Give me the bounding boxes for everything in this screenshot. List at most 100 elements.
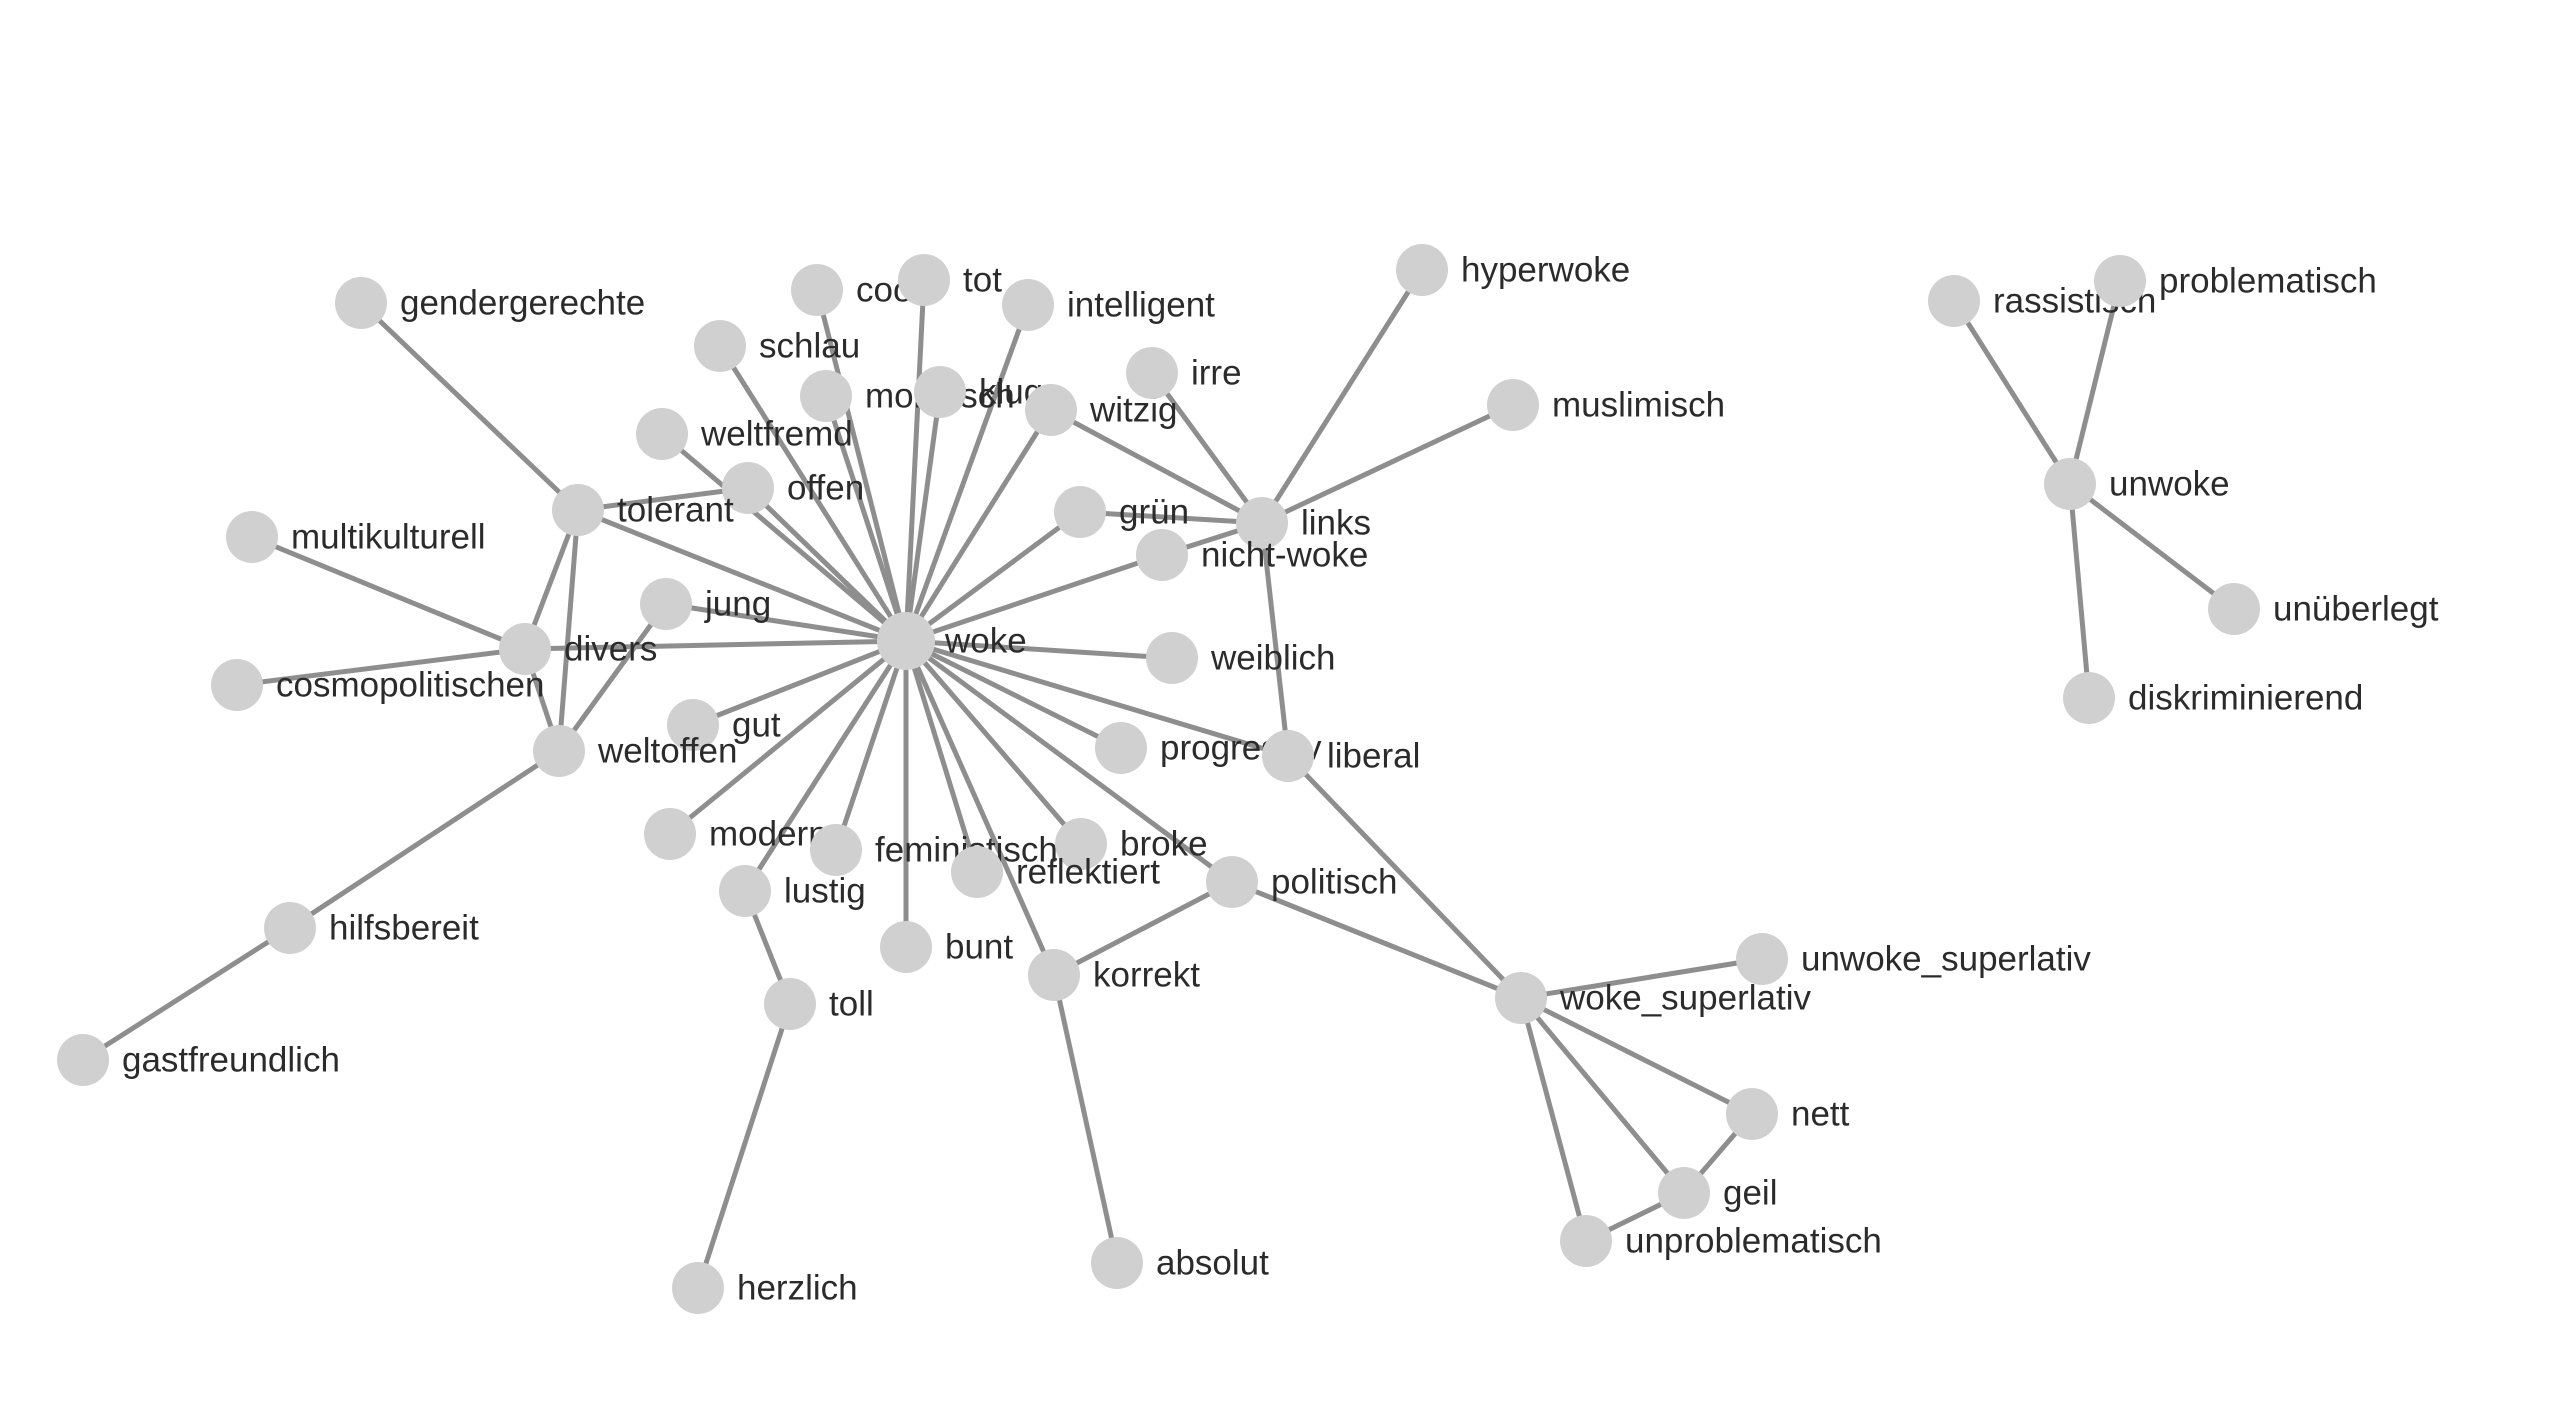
node-circle-gendergerechte[interactable] (335, 277, 387, 329)
node-korrekt[interactable]: korrekt (1028, 949, 1200, 1001)
node-circle-modern[interactable] (644, 808, 696, 860)
node-politisch[interactable]: politisch (1206, 856, 1397, 908)
node-problematisch[interactable]: problematisch (2094, 255, 2377, 307)
node-circle-jung[interactable] (640, 578, 692, 630)
node-circle-gut[interactable] (667, 699, 719, 751)
node-circle-moralisch[interactable] (800, 370, 852, 422)
node-gut[interactable]: gut (667, 699, 781, 751)
node-lustig[interactable]: lustig (719, 865, 866, 917)
node-circle-cosmopolitischen[interactable] (211, 659, 263, 711)
node-gendergerechte[interactable]: gendergerechte (335, 277, 645, 329)
node-unproblematisch[interactable]: unproblematisch (1560, 1215, 1882, 1267)
node-circle-broke[interactable] (1055, 818, 1107, 870)
node-weiblich[interactable]: weiblich (1146, 632, 1336, 684)
node-geil[interactable]: geil (1658, 1167, 1777, 1219)
node-circle-unproblematisch[interactable] (1560, 1215, 1612, 1267)
node-circle-weltfremd[interactable] (636, 408, 688, 460)
node-circle-gastfreundlich[interactable] (57, 1034, 109, 1086)
node-cosmopolitischen[interactable]: cosmopolitischen (211, 659, 544, 711)
node-jung[interactable]: jung (640, 578, 771, 630)
edge-toll-herzlich (695, 1003, 793, 1289)
node-circle-weiblich[interactable] (1146, 632, 1198, 684)
node-woke_superlativ[interactable]: woke_superlativ (1495, 972, 1811, 1024)
node-circle-divers[interactable] (499, 623, 551, 675)
node-toll[interactable]: toll (764, 978, 874, 1030)
node-circle-cool[interactable] (791, 264, 843, 316)
node-circle-feministisch[interactable] (810, 824, 862, 876)
node-klug[interactable]: klug (914, 366, 1043, 418)
node-unueberlegt[interactable]: unüberlegt (2208, 583, 2439, 635)
node-muslimisch[interactable]: muslimisch (1487, 379, 1725, 431)
node-unwoke[interactable]: unwoke (2044, 458, 2230, 510)
node-circle-diskriminierend[interactable] (2063, 672, 2115, 724)
node-circle-bunt[interactable] (880, 921, 932, 973)
node-circle-politisch[interactable] (1206, 856, 1258, 908)
node-circle-hyperwoke[interactable] (1396, 244, 1448, 296)
node-schlau[interactable]: schlau (694, 320, 860, 372)
node-circle-geil[interactable] (1658, 1167, 1710, 1219)
node-tot[interactable]: tot (898, 254, 1002, 306)
node-circle-muslimisch[interactable] (1487, 379, 1539, 431)
node-weltoffen[interactable]: weltoffen (533, 725, 737, 777)
node-bunt[interactable]: bunt (880, 921, 1013, 973)
node-reflektiert[interactable]: reflektiert (951, 846, 1160, 898)
node-witzig[interactable]: witzig (1025, 384, 1178, 436)
node-circle-nicht-woke[interactable] (1136, 529, 1188, 581)
node-nicht-woke[interactable]: nicht-woke (1136, 529, 1368, 581)
node-circle-korrekt[interactable] (1028, 949, 1080, 1001)
node-broke[interactable]: broke (1055, 818, 1208, 870)
node-circle-toll[interactable] (764, 978, 816, 1030)
node-circle-liberal[interactable] (1262, 730, 1314, 782)
node-circle-unwoke_superlativ[interactable] (1736, 933, 1788, 985)
node-weltfremd[interactable]: weltfremd (636, 408, 853, 460)
node-circle-woke_superlativ[interactable] (1495, 972, 1547, 1024)
node-diskriminierend[interactable]: diskriminierend (2063, 672, 2363, 724)
node-gastfreundlich[interactable]: gastfreundlich (57, 1034, 340, 1086)
node-divers[interactable]: divers (499, 623, 657, 675)
node-absolut[interactable]: absolut (1091, 1237, 1269, 1289)
node-circle-intelligent[interactable] (1002, 279, 1054, 331)
node-circle-hilfsbereit[interactable] (264, 902, 316, 954)
node-circle-unueberlegt[interactable] (2208, 583, 2260, 635)
node-hilfsbereit[interactable]: hilfsbereit (264, 902, 479, 954)
node-circle-irre[interactable] (1126, 347, 1178, 399)
node-label-muslimisch: muslimisch (1552, 385, 1725, 424)
node-intelligent[interactable]: intelligent (1002, 279, 1215, 331)
node-circle-absolut[interactable] (1091, 1237, 1143, 1289)
node-links[interactable]: links (1236, 497, 1371, 549)
node-circle-klug[interactable] (914, 366, 966, 418)
node-circle-progressiv[interactable] (1095, 722, 1147, 774)
node-hyperwoke[interactable]: hyperwoke (1396, 244, 1630, 296)
node-circle-nett[interactable] (1726, 1088, 1778, 1140)
node-circle-herzlich[interactable] (672, 1262, 724, 1314)
node-modern[interactable]: modern (644, 808, 828, 860)
node-circle-witzig[interactable] (1025, 384, 1077, 436)
node-circle-rassistisch[interactable] (1928, 275, 1980, 327)
node-label-weltoffen: weltoffen (597, 731, 737, 770)
node-circle-multikulturell[interactable] (226, 511, 278, 563)
node-circle-woke[interactable] (877, 612, 935, 670)
node-label-hilfsbereit: hilfsbereit (329, 908, 479, 947)
node-offen[interactable]: offen (722, 462, 864, 514)
node-circle-gruen[interactable] (1054, 486, 1106, 538)
node-herzlich[interactable]: herzlich (672, 1262, 858, 1314)
node-circle-reflektiert[interactable] (951, 846, 1003, 898)
node-liberal[interactable]: liberal (1262, 730, 1420, 782)
node-multikulturell[interactable]: multikulturell (226, 511, 486, 563)
node-gruen[interactable]: grün (1054, 486, 1189, 538)
node-unwoke_superlativ[interactable]: unwoke_superlativ (1736, 933, 2091, 985)
node-tolerant[interactable]: tolerant (552, 484, 734, 536)
node-circle-tolerant[interactable] (552, 484, 604, 536)
node-woke[interactable]: woke (877, 612, 1027, 670)
node-circle-schlau[interactable] (694, 320, 746, 372)
node-circle-tot[interactable] (898, 254, 950, 306)
node-circle-links[interactable] (1236, 497, 1288, 549)
edge-woke-liberal (905, 638, 1289, 759)
node-circle-problematisch[interactable] (2094, 255, 2146, 307)
node-circle-lustig[interactable] (719, 865, 771, 917)
node-circle-offen[interactable] (722, 462, 774, 514)
node-circle-weltoffen[interactable] (533, 725, 585, 777)
node-nett[interactable]: nett (1726, 1088, 1850, 1140)
node-circle-unwoke[interactable] (2044, 458, 2096, 510)
node-irre[interactable]: irre (1126, 347, 1242, 399)
